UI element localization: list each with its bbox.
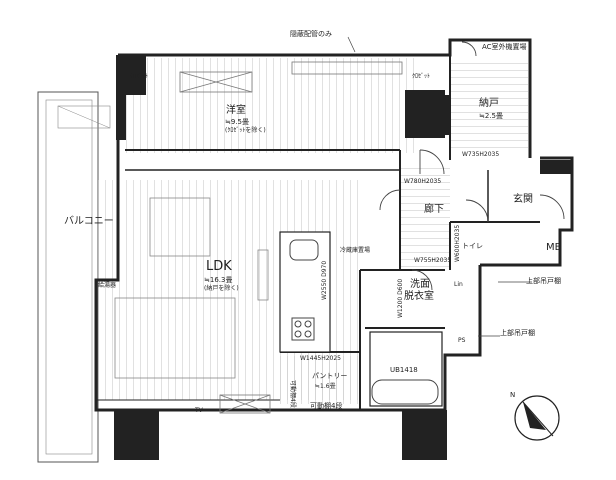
linen-label: Lin xyxy=(454,281,463,288)
kitchen-counter xyxy=(279,231,331,353)
balcony-name: バルコニー xyxy=(64,215,114,227)
dim-w735: W735H2035 xyxy=(462,151,499,158)
entrance-name: 玄関 xyxy=(513,192,533,205)
dim-w755: W755H2035 xyxy=(414,257,451,264)
ldk-name: LDK xyxy=(206,259,232,274)
tv-label: TV xyxy=(194,407,204,414)
pantry-name: パントリー xyxy=(312,372,347,380)
north-label: N xyxy=(510,391,515,399)
storage-size: ≒2.5畳 xyxy=(479,112,503,120)
bath-name: UB1418 xyxy=(390,366,418,374)
bathtub xyxy=(369,331,443,407)
fridge-label: 冷蔵庫置場 xyxy=(340,246,370,254)
mb-name: MB xyxy=(546,242,562,253)
pantry-size: ≒1.6畳 xyxy=(315,383,336,390)
storage-name: 納戸 xyxy=(479,96,499,109)
dim-w1200: W1200 D600 xyxy=(397,279,404,318)
adjustable-shelf-label: 可動棚4段 xyxy=(310,401,342,410)
toilet-name: トイレ xyxy=(462,242,483,250)
upper-shelf-1-label: 上部吊戸棚 xyxy=(526,276,561,285)
corridor-name: 廊下 xyxy=(424,202,444,215)
closet-left-label: ｸﾛｾﾞｯﾄ xyxy=(130,73,148,80)
western-room-note: (ｸﾛｾﾞｯﾄを除く) xyxy=(225,126,266,134)
closet-right-label: ｸﾛｾﾞｯﾄ xyxy=(412,73,430,80)
ac-outdoor-label: AC室外機置場 xyxy=(482,42,527,51)
dim-w2550: W2550 D970 xyxy=(321,261,328,300)
western-room-name: 洋室 xyxy=(226,103,246,116)
dining-table xyxy=(114,197,269,379)
washroom-name-2: 脱衣室 xyxy=(404,289,434,302)
dim-w1445: W1445H2025 xyxy=(300,355,341,362)
columns xyxy=(114,55,572,460)
door-swings xyxy=(379,41,565,291)
dim-w600: W600H2035 xyxy=(454,225,461,262)
dim-w780: W780H2035 xyxy=(404,178,441,185)
ldk-size: ≒16.3畳 xyxy=(204,276,232,284)
ldk-note: (納戸を除く) xyxy=(204,284,239,292)
ps-label: PS xyxy=(458,337,466,344)
hidden-piping-label: 隠蔽配管のみ xyxy=(290,29,332,38)
adjustable-shelf-vertical-label: 可動棚4段 xyxy=(289,380,297,408)
closet-shelves xyxy=(179,61,403,414)
walls xyxy=(94,38,574,412)
western-room-size: ≒9.5畳 xyxy=(225,118,249,126)
upper-shelf-2-label: 上部吊戸棚 xyxy=(500,328,535,337)
leader-lines xyxy=(347,36,532,337)
north-compass xyxy=(514,395,560,441)
washroom-name-1: 洗面 xyxy=(410,278,430,290)
water-heater-label: 給湯器 xyxy=(98,281,116,289)
